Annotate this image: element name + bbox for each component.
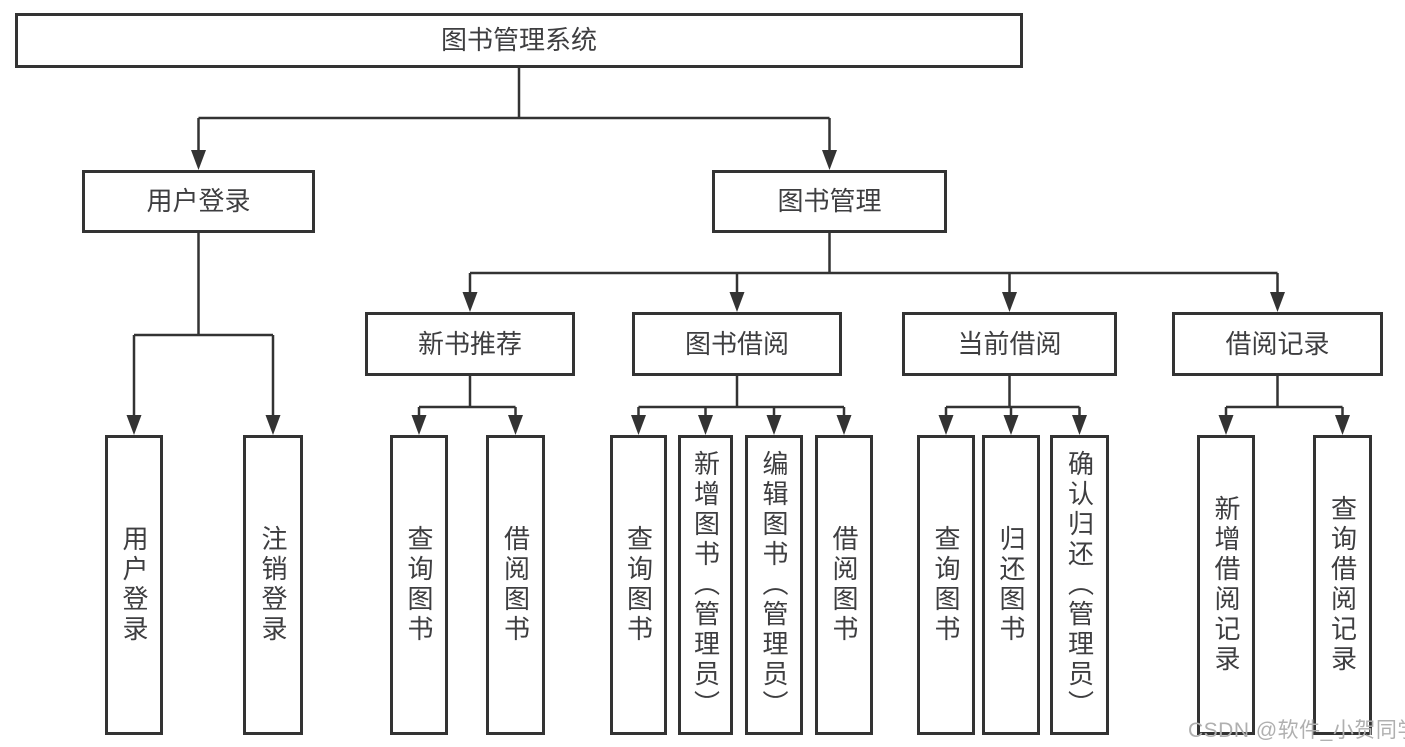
node-label: 当前借阅 — [957, 328, 1062, 359]
node-leaf-add-book: 新增图书（管理员） — [678, 435, 733, 735]
node-current-borrow: 当前借阅 — [902, 312, 1117, 376]
arrowhead-icon — [938, 415, 954, 435]
node-label: 借阅记录 — [1225, 328, 1330, 359]
node-label: 查询借阅记录 — [1327, 495, 1358, 675]
node-label: 新书推荐 — [417, 328, 522, 359]
connector-path — [132, 68, 1344, 419]
node-label: 查询图书 — [931, 525, 961, 645]
node-label: 新增图书（管理员） — [690, 450, 721, 720]
arrowhead-icon — [631, 415, 646, 435]
node-label: 查询图书 — [404, 525, 434, 645]
node-label: 借阅图书 — [829, 525, 859, 645]
watermark: CSDN @软件_小贺同学 — [1188, 719, 1405, 742]
arrowhead-icon — [1218, 415, 1234, 435]
arrowhead-icon — [1270, 292, 1285, 312]
arrowhead-icon — [1335, 415, 1350, 435]
arrowhead-icon — [462, 292, 478, 312]
arrowhead-icon — [729, 292, 745, 312]
node-leaf-user-login: 用户登录 — [105, 435, 163, 735]
node-book-mgmt: 图书管理 — [712, 170, 947, 233]
arrowhead-icon — [836, 415, 852, 435]
node-leaf-query-book-1: 查询图书 — [390, 435, 448, 735]
node-leaf-query-book-2: 查询图书 — [610, 435, 667, 735]
arrowhead-icon — [1072, 415, 1087, 435]
node-label: 图书借阅 — [684, 328, 789, 359]
node-leaf-confirm-return: 确认归还（管理员） — [1050, 435, 1109, 735]
node-leaf-query-record: 查询借阅记录 — [1313, 435, 1372, 735]
arrowhead-icon — [191, 150, 206, 170]
node-label: 用户登录 — [119, 525, 149, 645]
node-leaf-query-book-3: 查询图书 — [917, 435, 975, 735]
node-label: 归还图书 — [996, 525, 1026, 645]
node-leaf-add-record: 新增借阅记录 — [1197, 435, 1255, 735]
arrowhead-icon — [411, 415, 427, 435]
node-leaf-return-book: 归还图书 — [982, 435, 1040, 735]
arrowhead-icon — [766, 415, 782, 435]
node-label: 用户登录 — [146, 186, 251, 217]
arrowhead-icon — [508, 415, 523, 435]
node-label: 确认归还（管理员） — [1064, 450, 1095, 720]
node-leaf-logout: 注销登录 — [243, 435, 303, 735]
arrowhead-icon — [1002, 292, 1017, 312]
node-book-borrow: 图书借阅 — [632, 312, 842, 376]
node-root: 图书管理系统 — [15, 13, 1023, 68]
node-leaf-borrow-book-1: 借阅图书 — [486, 435, 545, 735]
node-label: 图书管理系统 — [440, 25, 597, 56]
node-label: 图书管理 — [777, 186, 882, 217]
arrowhead-icon — [822, 150, 837, 170]
node-label: 编辑图书（管理员） — [759, 450, 789, 720]
node-label: 借阅图书 — [500, 525, 531, 645]
node-label: 新增借阅记录 — [1211, 495, 1241, 675]
node-leaf-borrow-book-2: 借阅图书 — [815, 435, 873, 735]
arrowhead-icon — [126, 415, 142, 435]
node-borrow-record: 借阅记录 — [1172, 312, 1383, 376]
node-label: 查询图书 — [623, 525, 654, 645]
node-label: 注销登录 — [258, 525, 288, 645]
arrowhead-icon — [698, 415, 713, 435]
arrowhead-icon — [1003, 415, 1019, 435]
arrowhead-icon — [265, 415, 281, 435]
node-leaf-edit-book: 编辑图书（管理员） — [745, 435, 803, 735]
node-new-book-rec: 新书推荐 — [365, 312, 575, 376]
node-user-login: 用户登录 — [82, 170, 315, 233]
